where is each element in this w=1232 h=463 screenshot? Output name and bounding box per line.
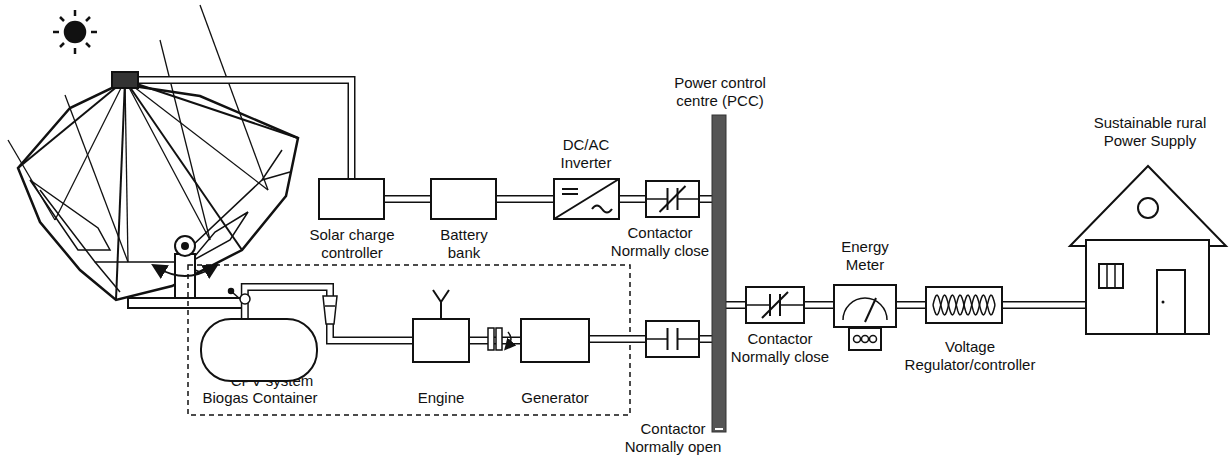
dish-receiver-outline	[112, 72, 138, 88]
inverter-box-outline	[553, 178, 620, 220]
controller-box: Solar charge controller	[318, 178, 385, 220]
connector-outer	[700, 195, 712, 203]
connector-inner	[897, 303, 925, 308]
double-line-connector	[700, 199, 712, 200]
voltage-regulator: Voltage Regulator/controller	[925, 286, 1003, 324]
double-line-connector	[897, 305, 925, 306]
connector-inner	[590, 337, 645, 342]
connector-outer	[700, 335, 712, 343]
busbar-outline	[712, 115, 726, 432]
connector-outer	[590, 335, 645, 343]
inverter-box: DC/AC Inverter	[553, 178, 620, 220]
flow-meter	[323, 296, 337, 324]
house-body-outline	[1085, 240, 1210, 335]
connector-inner	[805, 303, 833, 308]
gas-valve	[229, 289, 251, 305]
node-label: Battery bank	[430, 226, 498, 262]
connector-inner	[1003, 303, 1085, 308]
double-line-connector	[805, 305, 833, 306]
engine-box: Engine	[412, 318, 470, 363]
controller-box-outline	[318, 178, 385, 220]
connector-inner	[700, 337, 712, 342]
connector-outer	[470, 337, 520, 345]
generator-box-outline	[520, 318, 590, 363]
connector-inner	[700, 197, 712, 202]
connector-outer	[385, 195, 430, 203]
connector-outer	[1003, 301, 1085, 309]
contactor-symbol: Contactor Normally close	[645, 180, 700, 218]
node-label: Contactor Normally close	[728, 330, 832, 366]
energy-meter-outline	[833, 284, 897, 328]
contactor-symbol-outline	[645, 320, 700, 358]
connector-outer	[897, 301, 925, 309]
connector-outer	[805, 301, 833, 309]
connector-outer	[497, 195, 553, 203]
house-roof	[1070, 166, 1226, 246]
node-label: Sustainable rural Power Supply	[1076, 114, 1224, 150]
node-label: Solar charge controller	[302, 226, 402, 262]
node-label: Engine	[391, 389, 491, 407]
connector-inner	[726, 303, 745, 308]
connector-outer	[726, 301, 745, 309]
contactor-symbol: Contactor Normally close	[745, 286, 805, 324]
double-line-connector	[620, 199, 645, 200]
node-label: Contactor Normally close	[608, 224, 712, 260]
contactor-symbol-outline	[745, 286, 805, 324]
engine-box-outline	[412, 318, 470, 363]
contactor-symbol: Contactor Normally open	[645, 320, 700, 358]
connector-inner	[497, 197, 553, 202]
battery-box: Battery bank	[430, 178, 497, 220]
double-line-connector	[497, 199, 553, 200]
node-label: Contactor Normally open	[614, 420, 732, 456]
node-label: Generator	[505, 389, 605, 407]
double-line-connector	[470, 340, 520, 341]
dish-receiver: Solar dish CPV system	[112, 72, 138, 88]
double-line-connector	[726, 305, 745, 306]
voltage-regulator-outline	[925, 286, 1003, 324]
biogas-group-outline	[188, 265, 630, 415]
double-line-connector	[590, 339, 645, 340]
double-line-connector	[1003, 305, 1085, 306]
contactor-symbol-outline	[645, 180, 700, 218]
node-label: Energy Meter	[828, 238, 902, 274]
connector-outer	[138, 80, 352, 178]
busbar: Power control centre (PCC)	[712, 115, 726, 432]
solar-dish	[8, 5, 298, 300]
battery-box-outline	[430, 178, 497, 220]
double-line-connector	[385, 199, 430, 200]
biogas-tank-outline	[200, 318, 318, 382]
generator-box: Generator	[520, 318, 590, 363]
connector-inner	[620, 197, 645, 202]
node-label: Power control centre (PCC)	[658, 74, 782, 110]
sun-symbol	[53, 10, 97, 54]
double-line-connector	[138, 80, 352, 178]
energy-meter: Energy Meter	[833, 284, 897, 328]
connector-inner	[138, 80, 352, 178]
double-line-connector	[700, 339, 712, 340]
shaft-coupling	[488, 328, 511, 350]
node-label: DC/AC Inverter	[550, 136, 622, 172]
connector-inner	[385, 197, 430, 202]
house-body: Sustainable rural Power Supply	[1085, 240, 1210, 335]
biogas-tank: Biogas Container	[200, 318, 318, 382]
connector-inner	[470, 338, 520, 343]
node-label: Voltage Regulator/controller	[892, 338, 1048, 374]
dish-pedestal	[128, 236, 242, 308]
node-label: Biogas Container	[190, 389, 330, 407]
connector-outer	[620, 195, 645, 203]
